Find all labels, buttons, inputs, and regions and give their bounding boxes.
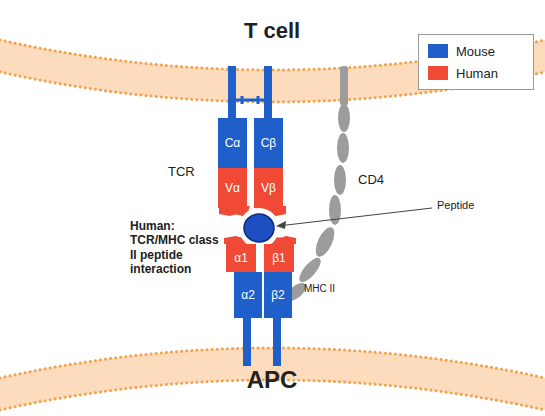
legend-swatch	[428, 44, 448, 58]
domain-box: α2	[234, 272, 262, 318]
domain-box: Vα	[218, 168, 247, 208]
legend-swatch	[428, 66, 448, 80]
domain-label: β2	[271, 288, 285, 302]
domain-label: Vα	[225, 181, 240, 195]
legend-text: Mouse	[456, 44, 495, 59]
t-cell-membrane	[0, 40, 545, 102]
legend: MouseHuman	[418, 34, 534, 90]
legend-row: Human	[428, 65, 498, 81]
interaction-note: Human: TCR/MHC class II peptide interact…	[130, 219, 228, 277]
domain-label: Vβ	[261, 181, 276, 195]
peptide-halo	[239, 208, 279, 248]
domain-box: β2	[264, 272, 292, 318]
cell-label: T cell	[222, 18, 322, 44]
domain-label: α2	[241, 288, 255, 302]
leader-line	[278, 208, 432, 226]
domain-box: Vβ	[254, 168, 283, 208]
mhc-stem	[243, 316, 251, 366]
molecule-label: MHC II	[304, 283, 354, 295]
legend-row: Mouse	[428, 43, 495, 59]
arrow-head	[276, 221, 286, 229]
domain-label: α1	[234, 251, 248, 265]
apc-membrane	[0, 348, 545, 410]
disulfide-bond	[236, 96, 264, 104]
molecule-label: TCR	[168, 164, 208, 180]
domain-box: β1	[264, 244, 294, 272]
domain-label: Cα	[225, 136, 241, 150]
legend-text: Human	[456, 66, 498, 81]
tcr-stem	[228, 66, 236, 120]
tcr-stem	[264, 66, 272, 120]
molecule-label: CD4	[358, 172, 398, 188]
domain-label: Cβ	[261, 136, 277, 150]
domain-label: β1	[272, 251, 286, 265]
peptide	[244, 214, 274, 242]
domain-box: Cα	[218, 118, 247, 168]
callout-label: Peptide	[437, 199, 497, 212]
mhc-stem	[273, 316, 281, 366]
domain-box: Cβ	[254, 118, 283, 168]
domain-box: α1	[226, 244, 256, 272]
cell-label: APC	[222, 366, 322, 395]
